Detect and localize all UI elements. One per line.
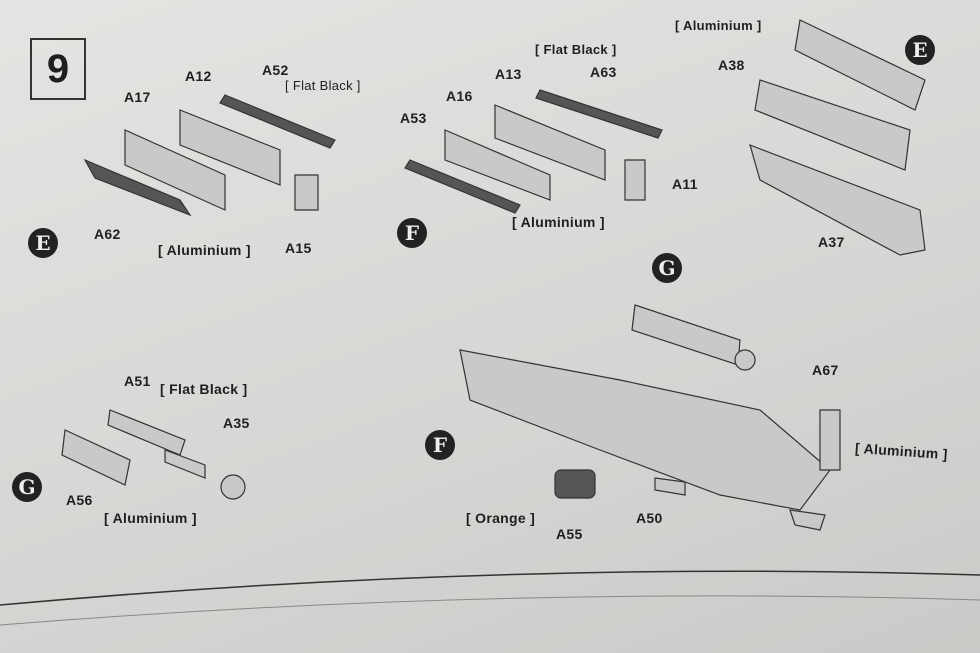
part-upper-drawing [794,19,926,111]
part-label: A13 [495,66,522,82]
engine-block-drawing [459,349,831,511]
subassembly-badge-g: G [12,472,42,502]
part-label: A12 [185,68,212,84]
part-label: A37 [818,234,845,250]
part-a12-drawing [179,109,281,186]
subassembly-badge-e: E [28,228,58,258]
part-label: A63 [590,64,617,80]
part-a52-drawing [219,94,336,149]
part-label: A55 [556,526,583,542]
part-a55-drawing [554,469,596,499]
part-a37-drawing [749,144,926,256]
part-label: A67 [812,362,839,378]
part-label: A52 [262,62,289,78]
part-a56-drawing [61,429,131,486]
part-label: A16 [446,88,473,104]
part-label: A35 [223,415,250,431]
part-a35-drawing [220,474,246,500]
subassembly-badge-g: G [652,253,682,283]
part-a16-drawing [444,129,551,201]
part-a11-drawing [624,159,646,201]
part-a63-drawing [535,89,663,139]
paint-label: [ Flat Black ] [160,381,248,397]
paint-label: [ Aluminium ] [675,18,762,33]
part-a50-drawing [654,477,686,496]
part-label: A38 [718,57,745,73]
part-label: A56 [66,492,93,508]
paint-label: [ Aluminium ] [158,242,251,258]
intake-drawing [631,304,741,366]
part-a51-drawing [107,409,186,456]
part-a53-drawing [404,159,521,214]
subassembly-badge-f: F [425,430,455,460]
part-label: A53 [400,110,427,126]
paint-label: [ Aluminium ] [512,214,605,230]
step-number: 9 [30,38,86,100]
part-a62-drawing [83,158,192,217]
paint-label: [ Flat Black ] [535,42,617,57]
subassembly-badge-e: E [905,35,935,65]
part-label: A50 [636,510,663,526]
paint-label: [ Orange ] [466,510,536,526]
part-a67-drawing [819,409,841,471]
part-a15-drawing [294,174,319,211]
part-a13-drawing [494,104,606,181]
part-label: A15 [285,240,312,256]
part-a38-drawing [754,79,911,171]
paint-label: [ Flat Black ] [285,78,361,93]
part-label: A51 [124,373,151,389]
paint-label: [ Aluminium ] [104,510,197,526]
part-a17-drawing [124,129,226,211]
part-label: A11 [672,176,698,192]
part-label: A17 [124,89,151,105]
subassembly-badge-f: F [397,218,427,248]
page-divider [0,570,980,606]
part-label: A62 [94,226,121,242]
